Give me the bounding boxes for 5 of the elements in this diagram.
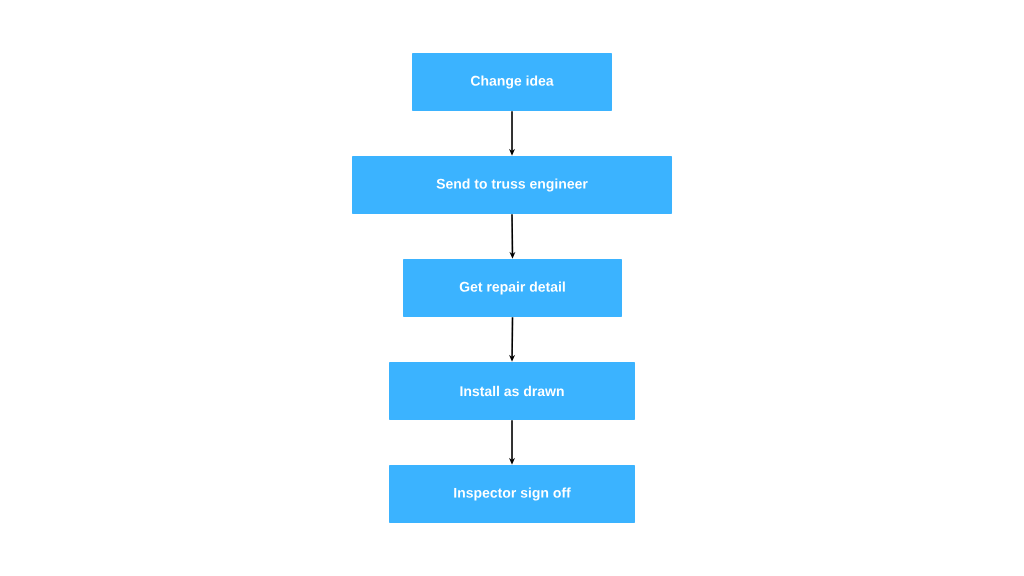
- process-box: Change idea: [412, 53, 612, 111]
- process-box: Install as drawn: [389, 362, 635, 420]
- process-box: Send to truss engineer: [352, 156, 672, 214]
- process-box: Get repair detail: [403, 259, 622, 317]
- process-box: Inspector sign off: [389, 465, 635, 523]
